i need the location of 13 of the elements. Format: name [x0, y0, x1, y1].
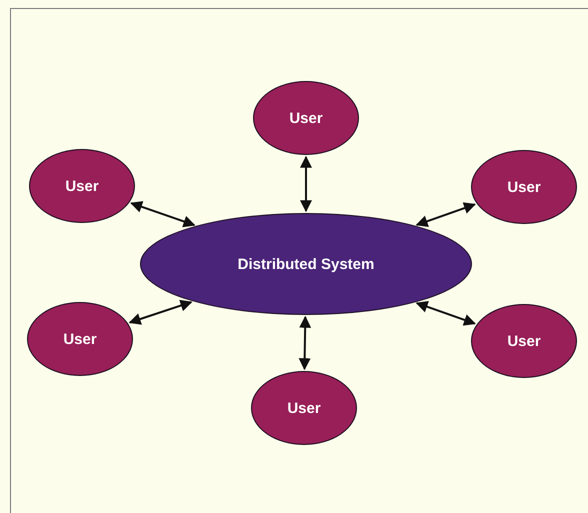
node-label: User — [65, 178, 99, 194]
double-arrow — [128, 300, 192, 325]
node-label: User — [287, 400, 321, 416]
node-label: Distributed System — [238, 256, 374, 272]
node-label: User — [507, 178, 541, 196]
double-arrow — [416, 301, 476, 326]
node-label: User — [63, 330, 97, 348]
double-arrow — [300, 156, 312, 212]
double-arrow — [298, 316, 312, 370]
double-arrow — [416, 202, 476, 227]
node-label: User — [289, 110, 323, 126]
node-label: User — [507, 332, 541, 350]
double-arrow — [130, 201, 196, 228]
